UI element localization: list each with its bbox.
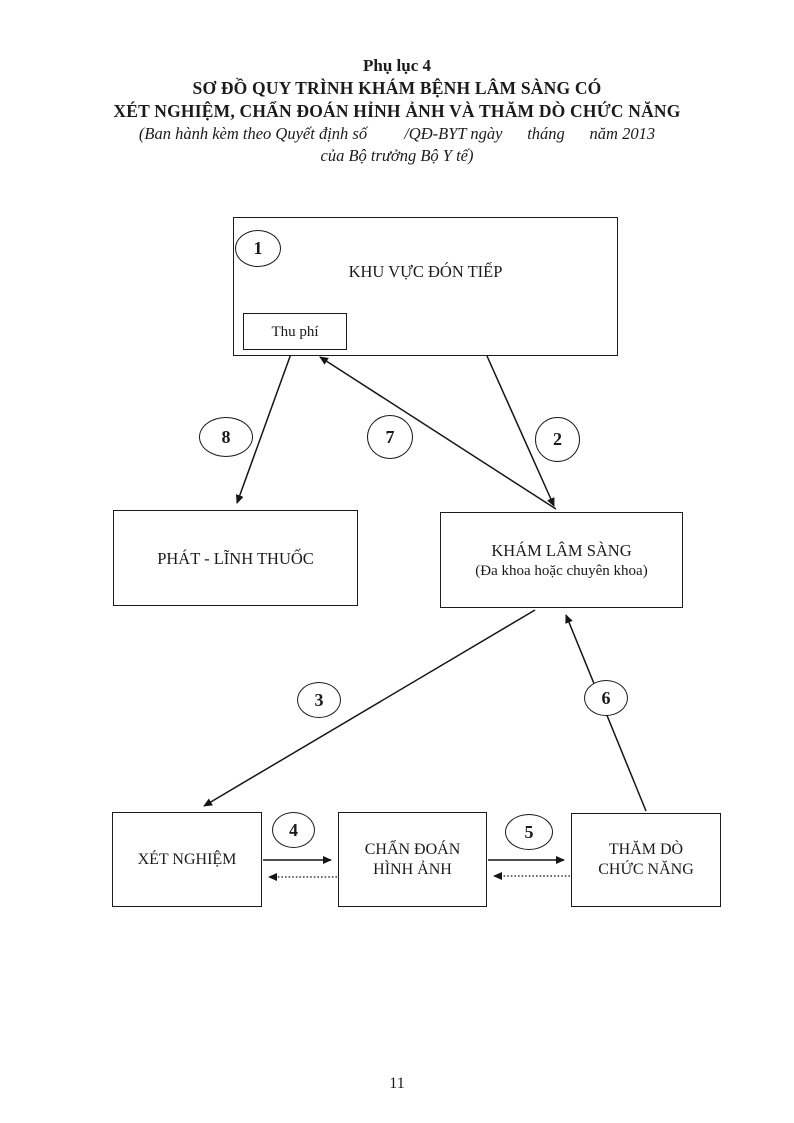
node-fee-label: Thu phí <box>271 323 319 340</box>
node-laboratory-tests-label: XÉT NGHIỆM <box>137 850 237 868</box>
node-reception-label: KHU VỰC ĐÓN TIẾP <box>348 262 503 281</box>
step-badge-3: 3 <box>297 682 341 718</box>
issuance-note-line1: (Ban hành kèm theo Quyết định số /QĐ-BYT… <box>138 124 656 143</box>
node-imaging-diagnosis-label-line2: HÌNH ẢNH <box>373 860 452 878</box>
node-functional-exploration-label-line1: THĂM DÒ <box>608 841 684 858</box>
step-badge-8: 8 <box>199 417 253 457</box>
node-clinical-exam-label: KHÁM LÂM SÀNG <box>491 540 632 560</box>
node-imaging-diagnosis-label-line1: CHẨN ĐOÁN <box>364 840 461 858</box>
document-header: Phụ lục 4 SƠ ĐỒ QUY TRÌNH KHÁM BỆNH LÂM … <box>0 55 794 167</box>
node-clinical-exam: KHÁM LÂM SÀNG (Đa khoa hoặc chuyên khoa) <box>440 512 683 608</box>
node-clinical-exam-sublabel: (Đa khoa hoặc chuyên khoa) <box>475 562 648 579</box>
step-badge-1: 1 <box>235 230 281 267</box>
node-dispense-medicine: PHÁT - LĨNH THUỐC <box>113 510 358 606</box>
node-laboratory-tests: XÉT NGHIỆM <box>112 812 262 907</box>
node-imaging-diagnosis: CHẨN ĐOÁN HÌNH ẢNH <box>338 812 487 907</box>
appendix-label: Phụ lục 4 <box>362 56 432 75</box>
step-badge-4: 4 <box>272 812 315 848</box>
step-badge-6: 6 <box>584 680 628 716</box>
issuance-note-line2: của Bộ trưởng Bộ Y tế) <box>320 146 474 165</box>
document-title-line2: XÉT NGHIỆM, CHẨN ĐOÁN HỈNH ẢNH VÀ THĂM D… <box>113 101 681 121</box>
page-number: 11 <box>389 1075 405 1092</box>
step-badge-2: 2 <box>535 417 580 462</box>
node-dispense-medicine-label: PHÁT - LĨNH THUỐC <box>157 548 314 568</box>
node-functional-exploration-label-line2: CHỨC NĂNG <box>598 861 694 878</box>
node-fee-collection: Thu phí <box>243 313 347 350</box>
node-functional-exploration: THĂM DÒ CHỨC NĂNG <box>571 813 721 907</box>
arrow-exam-to-fee <box>319 356 557 510</box>
document-title-line1: SƠ ĐỒ QUY TRÌNH KHÁM BỆNH LÂM SÀNG CÓ <box>192 78 602 98</box>
arrow-exam-to-lab <box>203 609 536 807</box>
step-badge-5: 5 <box>505 814 553 850</box>
step-badge-7: 7 <box>367 415 413 459</box>
